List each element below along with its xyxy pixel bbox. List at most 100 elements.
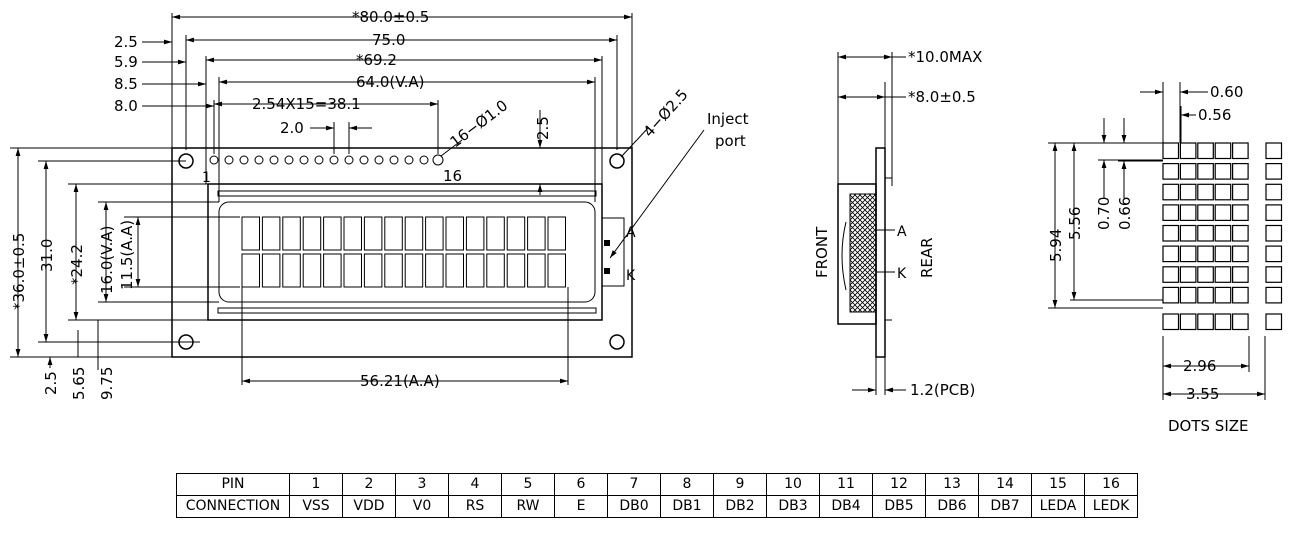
dot-cell bbox=[1265, 183, 1283, 201]
pin-hole bbox=[299, 155, 309, 165]
dot-cell bbox=[1197, 163, 1214, 180]
front-view: 1 16 A K *80.0±0.5 75.0 *69.2 64.0(V.A) bbox=[10, 8, 749, 400]
dot-cell bbox=[1214, 204, 1232, 221]
character-cell bbox=[404, 253, 424, 288]
pin-number: 12 bbox=[872, 473, 926, 496]
dot-cell bbox=[1197, 245, 1214, 263]
side-glass bbox=[849, 193, 877, 313]
character-cell bbox=[363, 216, 383, 251]
rear-label: REAR bbox=[918, 237, 936, 278]
backlight-terminal bbox=[601, 217, 625, 287]
pin-header: PIN bbox=[176, 473, 290, 496]
dot-cell bbox=[1162, 183, 1180, 201]
dim-dot-056: 0.56 bbox=[1198, 106, 1231, 124]
dot-cell bbox=[1179, 266, 1197, 283]
dot-cell bbox=[1265, 224, 1283, 242]
dot-cell bbox=[1231, 204, 1249, 221]
character-cell bbox=[241, 216, 260, 251]
side-pcb bbox=[875, 147, 886, 358]
bezel bbox=[207, 183, 603, 321]
character-cell bbox=[547, 216, 566, 251]
pin-k bbox=[604, 268, 610, 274]
character-cell bbox=[486, 216, 505, 251]
pin-number: 11 bbox=[819, 473, 873, 496]
connection-row: CONNECTION VSS VDD V0 RS RW E DB0 DB1 DB… bbox=[176, 495, 1138, 518]
dim-left-2-5: 2.5 bbox=[114, 33, 138, 51]
character-cell bbox=[261, 253, 281, 288]
dim-dot-296: 2.96 bbox=[1183, 357, 1216, 375]
dot-cell bbox=[1214, 163, 1232, 180]
pin-connection: E bbox=[554, 495, 608, 518]
pin-row bbox=[209, 154, 444, 166]
pin-number: 13 bbox=[925, 473, 979, 496]
pin-number: 16 bbox=[1084, 473, 1138, 496]
dot-cell bbox=[1265, 204, 1283, 221]
dot-cell bbox=[1197, 204, 1214, 221]
dot-cell bbox=[1265, 245, 1283, 263]
pin-hole bbox=[314, 155, 324, 165]
pin-number: 15 bbox=[1031, 473, 1085, 496]
pin-hole bbox=[419, 155, 429, 165]
dim-bottom-9-75: 9.75 bbox=[98, 367, 116, 400]
dot-cell bbox=[1179, 183, 1197, 201]
pin-connection: DB0 bbox=[607, 495, 661, 518]
pin-connection: DB6 bbox=[925, 495, 979, 518]
dot-cell bbox=[1265, 286, 1283, 304]
bezel-bottom-strip bbox=[217, 307, 597, 314]
dim-pcb-width: 75.0 bbox=[372, 31, 405, 49]
pin-number: 14 bbox=[978, 473, 1032, 496]
dim-pin-span: 2.54X15=38.1 bbox=[252, 95, 361, 113]
pin-connection: DB3 bbox=[766, 495, 820, 518]
pin-hole bbox=[404, 155, 414, 165]
dim-side-max: *10.0MAX bbox=[908, 48, 982, 66]
pin-hole bbox=[432, 154, 444, 166]
lcd-mechanical-drawing: 1 16 A K *80.0±0.5 75.0 *69.2 64.0(V.A) bbox=[10, 8, 1283, 435]
dot-cell bbox=[1197, 183, 1214, 201]
dot-cell bbox=[1231, 286, 1249, 304]
pin-number: 2 bbox=[342, 473, 396, 496]
side-k-label: K bbox=[897, 266, 907, 282]
character-cell bbox=[282, 216, 301, 251]
dot-cell bbox=[1214, 313, 1232, 331]
character-cell bbox=[465, 253, 485, 288]
inject-port-label-1: Inject bbox=[707, 110, 749, 128]
dim-side-body: *8.0±0.5 bbox=[908, 88, 976, 106]
dot-cell bbox=[1162, 204, 1180, 221]
dot-cell bbox=[1179, 163, 1197, 180]
dot-cell bbox=[1214, 183, 1232, 201]
dot-cell bbox=[1162, 142, 1180, 160]
dot-cell bbox=[1162, 313, 1180, 331]
dim-dot-355: 3.55 bbox=[1186, 385, 1219, 403]
dim-left-8-5: 8.5 bbox=[114, 75, 138, 93]
pin-connection: LEDA bbox=[1031, 495, 1085, 518]
dot-cell bbox=[1214, 245, 1232, 263]
dot-matrix bbox=[1162, 142, 1283, 331]
pin-number: 1 bbox=[289, 473, 343, 496]
dot-cell bbox=[1179, 245, 1197, 263]
pin-16-label: 16 bbox=[443, 167, 462, 185]
connection-header: CONNECTION bbox=[176, 495, 290, 518]
pin-connection: VDD bbox=[342, 495, 396, 518]
dot-cell bbox=[1231, 245, 1249, 263]
pin-connection-table: PIN 1 2 3 4 5 6 7 8 9 10 11 12 13 14 15 … bbox=[176, 473, 1138, 518]
dim-dot-066: 0.66 bbox=[1116, 197, 1134, 230]
pin-hole bbox=[209, 155, 219, 165]
dot-cell bbox=[1214, 224, 1232, 242]
dot-cell bbox=[1265, 313, 1283, 331]
dim-top-gap: 2.5 bbox=[534, 116, 552, 140]
dim-overall-height: *36.0±0.5 bbox=[10, 233, 28, 310]
dot-cell bbox=[1265, 266, 1283, 283]
dim-pcb-height: 31.0 bbox=[38, 239, 56, 272]
pin-number: 6 bbox=[554, 473, 608, 496]
dots-size-title: DOTS SIZE bbox=[1168, 417, 1249, 435]
dim-aa-width: 56.21(A.A) bbox=[360, 372, 440, 390]
character-cell bbox=[302, 216, 322, 251]
dot-cell bbox=[1197, 142, 1214, 160]
dim-aa-height: 11.5(A.A) bbox=[118, 220, 136, 290]
viewing-area bbox=[218, 201, 596, 303]
character-cell bbox=[323, 253, 342, 288]
dot-cell bbox=[1179, 224, 1197, 242]
a-label: A bbox=[626, 225, 636, 241]
character-cell bbox=[465, 216, 485, 251]
pin-connection: DB5 bbox=[872, 495, 926, 518]
